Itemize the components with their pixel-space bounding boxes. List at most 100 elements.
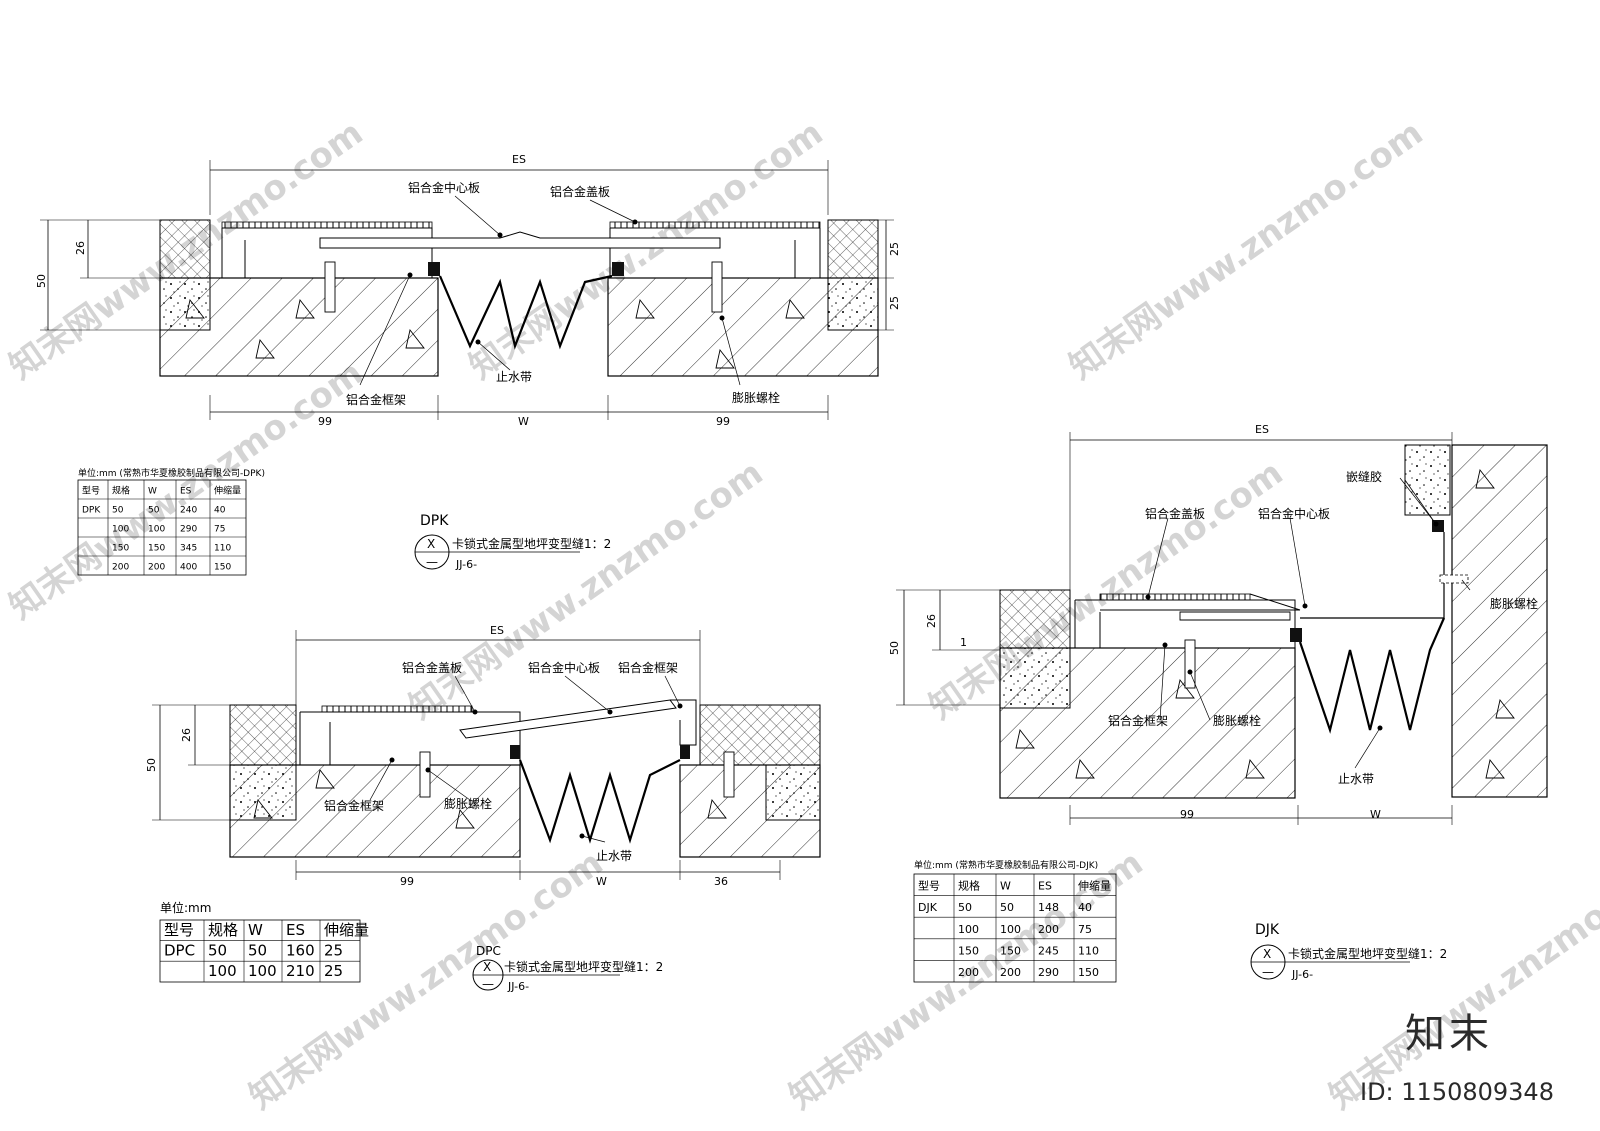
djk-table-header: W — [1000, 880, 1011, 893]
dpc-label-bolt: 膨胀螺栓 — [444, 796, 492, 811]
djk-title-x: X — [1263, 947, 1271, 961]
djk-table-cell: 100 — [1000, 923, 1021, 936]
dpc-title-code: DPC — [476, 944, 501, 958]
djk-table-header: 型号 — [918, 879, 940, 893]
dpc-table-cell: 100 — [208, 962, 237, 980]
dpk-table-cell: 150 — [112, 544, 129, 554]
dpk-table-cell: 110 — [214, 544, 231, 554]
dpc-dim-50: 50 — [145, 758, 158, 772]
djk-table-cell: 200 — [1000, 966, 1021, 979]
dpc-dim-w: W — [596, 875, 607, 888]
dpk-table-header: W — [148, 487, 157, 497]
djk-table-header: 伸缩量 — [1078, 880, 1111, 893]
dpk-table-cell: 40 — [214, 506, 226, 516]
watermark-text: 知末网www.znzmo.com — [242, 843, 610, 1117]
djk-table-cell: 148 — [1038, 901, 1059, 914]
djk-table-cell: 200 — [1038, 923, 1059, 936]
dpk-dim-es: ES — [512, 153, 526, 166]
dpk-table-cell: 75 — [214, 525, 225, 535]
dpk-title-ref: JJ-6- — [455, 558, 477, 571]
djk-label-center-plate: 铝合金中心板 — [1258, 506, 1330, 521]
dpc-table-unit: 单位:mm — [160, 900, 211, 915]
dpc-section-drawing: ES 50 26 99 W 36 — [145, 624, 821, 888]
dpc-table-header: 型号 — [164, 921, 194, 939]
watermark-text: 知末网www.znzmo.com — [1322, 843, 1600, 1117]
dpc-label-center-plate: 铝合金中心板 — [528, 660, 600, 675]
djk-table-cell: 100 — [958, 923, 979, 936]
dpc-title-dash: — — [482, 977, 494, 991]
djk-title-code: DJK — [1255, 922, 1280, 938]
dpc-dim-99: 99 — [400, 875, 414, 888]
djk-table-cell: 290 — [1038, 966, 1059, 979]
djk-table-cell: 200 — [958, 966, 979, 979]
djk-label-frame: 铝合金框架 — [1108, 713, 1168, 728]
dpc-label-frame: 铝合金框架 — [324, 798, 384, 813]
dpc-title-ref: JJ-6- — [507, 980, 529, 993]
dpc-dim-26: 26 — [180, 728, 193, 742]
dpk-table-unit: 单位:mm (常熟市华夏橡胶制品有限公司-DPK) — [78, 467, 265, 479]
dpk-dim-w: W — [518, 415, 529, 428]
image-id: ID: 1150809348 — [1360, 1078, 1554, 1106]
djk-table-cell: 150 — [1078, 966, 1099, 979]
djk-dim-es: ES — [1255, 423, 1269, 436]
dpc-title-name: 卡锁式金属型地坪变型缝1：2 — [504, 959, 663, 974]
dpk-title-dash: — — [426, 555, 438, 569]
dpk-table-cell: 200 — [148, 563, 165, 573]
djk-table-cell: 50 — [1000, 901, 1014, 914]
dpc-title-block: DPC X — 卡锁式金属型地坪变型缝1：2 JJ-6- — [472, 944, 663, 993]
djk-dim-99: 99 — [1180, 808, 1194, 821]
djk-table-cell: 75 — [1078, 923, 1092, 936]
dpk-table-cell: 150 — [148, 544, 165, 554]
dpk-table-header: 型号 — [82, 486, 100, 497]
dpc-table-cell: 160 — [286, 941, 315, 959]
djk-label-waterstop: 止水带 — [1338, 772, 1374, 786]
djk-table-unit: 单位:mm (常熟市华夏橡胶制品有限公司-DJK) — [914, 859, 1098, 871]
dpk-table-cell: 50 — [148, 506, 160, 516]
dpk-label-cover-plate: 铝合金盖板 — [550, 184, 610, 199]
dpc-label-frame-top: 铝合金框架 — [618, 660, 678, 675]
dpk-title-name: 卡锁式金属型地坪变型缝1：2 — [452, 536, 611, 551]
watermark-layer: 知末网www.znzmo.com 知末网www.znzmo.com 知末网www… — [2, 113, 1600, 1117]
dpk-title-block: DPK X — 卡锁式金属型地坪变型缝1：2 JJ-6- — [414, 513, 611, 571]
dpk-table-cell: DPK — [82, 506, 101, 516]
djk-table-cell: 150 — [1000, 944, 1021, 957]
dpk-table-cell: 100 — [148, 525, 165, 535]
dpk-label-frame: 铝合金框架 — [346, 392, 406, 407]
dpk-table-cell: 400 — [180, 563, 197, 573]
dpc-table-cell: 25 — [324, 962, 343, 980]
dpk-dim-99a: 99 — [318, 415, 332, 428]
dpk-table-header: 伸缩量 — [214, 485, 241, 497]
djk-section-drawing: ES 50 26 1 99 W — [888, 423, 1548, 825]
dpc-title-x: X — [483, 960, 491, 974]
dpc-table-header: ES — [286, 921, 305, 939]
dpc-dim-36: 36 — [714, 875, 728, 888]
djk-label-bolt: 膨胀螺栓 — [1213, 713, 1261, 728]
djk-table-cell: 110 — [1078, 944, 1099, 957]
dpc-table-header: 伸缩量 — [324, 921, 369, 939]
dpc-table-cell: 25 — [324, 941, 343, 959]
brand-logo: 知末 — [1405, 1011, 1493, 1057]
watermark-text: 知末网www.znzmo.com — [1062, 113, 1430, 387]
dpk-label-center-plate: 铝合金中心板 — [408, 180, 480, 195]
dpc-table-header: W — [248, 921, 263, 939]
dpk-table-cell: 200 — [112, 563, 129, 573]
dpc-table-cell: 100 — [248, 962, 277, 980]
djk-table-cell: 150 — [958, 944, 979, 957]
djk-title-ref: JJ-6- — [1291, 968, 1313, 981]
dpk-dim-99b: 99 — [716, 415, 730, 428]
brand-block: 知末 ID: 1150809348 — [1360, 1011, 1554, 1106]
dpk-table-cell: 150 — [214, 563, 231, 573]
djk-dim-1: 1 — [960, 636, 967, 649]
dpk-dim-26: 26 — [74, 241, 87, 255]
dpk-table-cell: 240 — [180, 506, 197, 516]
dpk-title-x: X — [427, 537, 435, 551]
djk-table-header: ES — [1038, 880, 1052, 893]
djk-table-cell: 50 — [958, 901, 972, 914]
djk-table-cell: DJK — [918, 901, 938, 914]
djk-dim-26: 26 — [925, 614, 938, 628]
dpc-table-cell: 50 — [248, 941, 267, 959]
